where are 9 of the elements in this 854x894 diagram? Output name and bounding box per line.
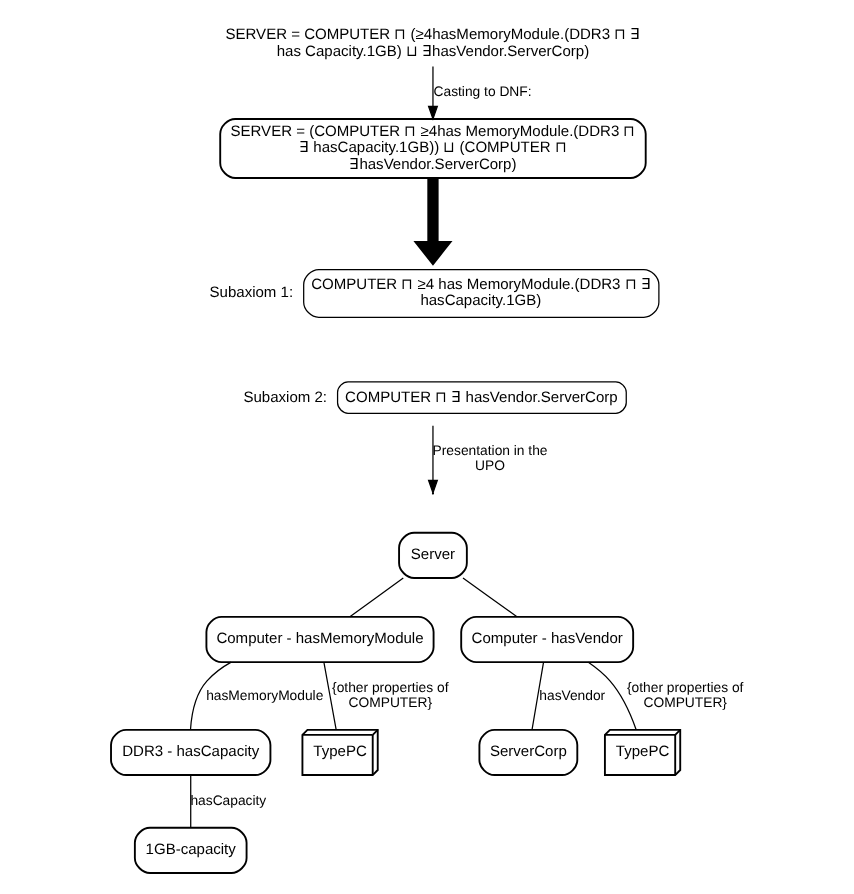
connector — [462, 577, 518, 618]
connector — [189, 661, 232, 731]
connector — [190, 774, 192, 829]
arrow — [413, 178, 453, 266]
connector — [349, 577, 404, 618]
connector — [531, 661, 545, 731]
connector — [587, 661, 637, 731]
connector — [323, 661, 337, 731]
arrow — [427, 65, 439, 121]
